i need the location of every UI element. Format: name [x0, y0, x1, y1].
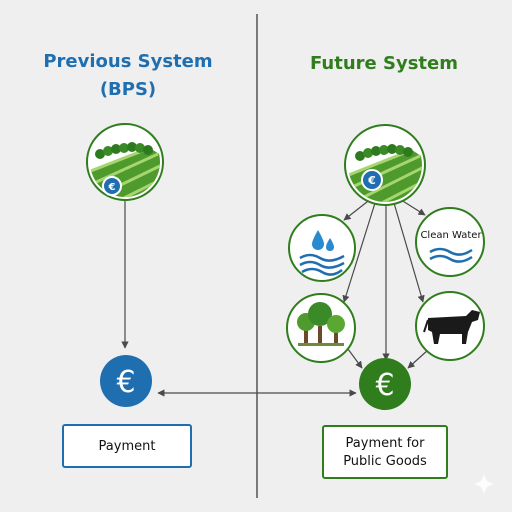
trees-icon: [286, 293, 356, 363]
payment-euro-symbol-future: €: [375, 368, 394, 403]
payment-euro-symbol-previous: €: [116, 365, 135, 400]
previous-system-title-line2: (BPS): [99, 79, 157, 100]
arrow-farm-to-trees: [342, 202, 376, 303]
sparkle-icon: [473, 473, 495, 495]
future-system-title: Future System: [310, 53, 458, 74]
previous-system-title-line1: Previous System: [43, 51, 213, 72]
arrow-cow-to-payment: [407, 349, 429, 369]
water-icon: [288, 214, 356, 282]
farm-euro-symbol-previous: €: [108, 182, 116, 193]
previous-system-title: Previous System (BPS): [0, 50, 256, 102]
clean-water-label: Clean Water: [420, 230, 482, 241]
farm-euro-symbol-future: €: [367, 174, 376, 187]
payment-box-future: Payment for Public Goods: [322, 425, 448, 479]
payment-icon-future: [359, 358, 411, 410]
arrow-farm-to-cow: [393, 202, 425, 303]
arrows: [121, 197, 429, 397]
payment-box-previous: Payment: [62, 424, 192, 468]
clean-water-icon: [415, 207, 485, 277]
payment-label-future-line2: Public Goods: [343, 454, 427, 469]
payment-label-future-line1: Payment for: [345, 436, 425, 451]
payment-icon-previous: [100, 355, 152, 407]
cow-icon: [415, 291, 485, 361]
farm-icon-previous: [86, 123, 164, 201]
farm-icon-future: [344, 124, 426, 206]
payment-label-previous: Payment: [98, 438, 156, 454]
